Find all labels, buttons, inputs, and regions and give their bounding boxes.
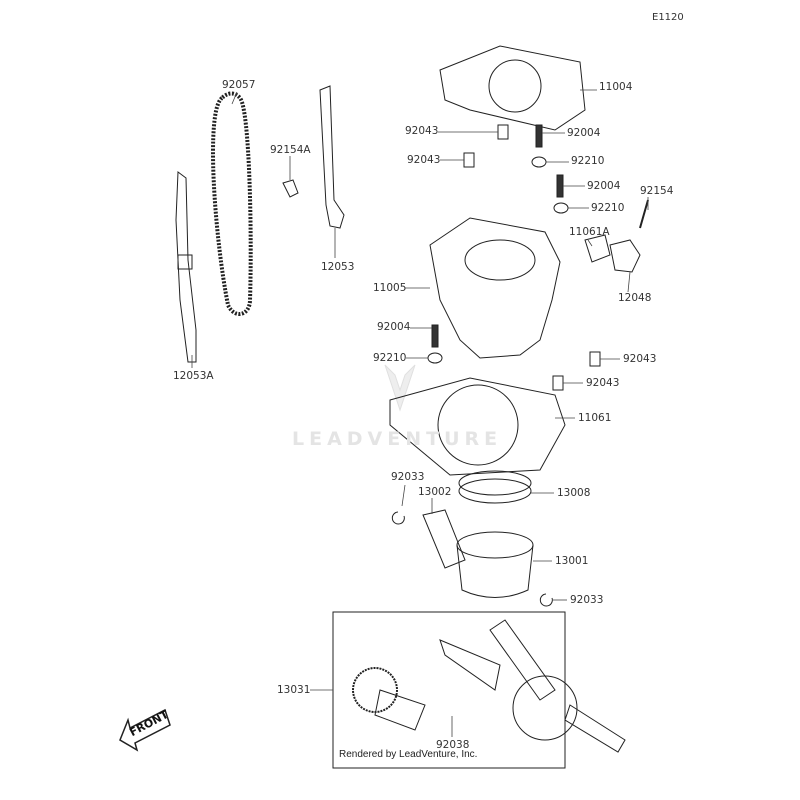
diagram-code: E1120 [652, 12, 684, 23]
circlip[interactable] [391, 511, 405, 525]
part-label[interactable]: 92210 [373, 352, 407, 364]
gasket-bore [488, 59, 542, 113]
gasket-bore [437, 384, 519, 466]
tensioner-12048[interactable] [609, 239, 641, 273]
part-label[interactable]: 92004 [377, 321, 411, 333]
stud[interactable] [535, 124, 543, 148]
crankshaft-end[interactable] [439, 639, 501, 691]
part-label[interactable]: 92004 [567, 127, 601, 139]
part-label[interactable]: 12048 [618, 292, 652, 304]
chain-tensioner-guide-12053[interactable] [319, 85, 345, 229]
bolt-92154a[interactable] [282, 179, 299, 198]
part-label[interactable]: 92057 [222, 79, 256, 91]
washer[interactable] [553, 202, 569, 214]
part-label[interactable]: 92043 [586, 377, 620, 389]
part-label[interactable]: 92043 [623, 353, 657, 365]
cylinder-bore [464, 239, 536, 281]
part-label[interactable]: 13031 [277, 684, 311, 696]
dowel-pin[interactable] [589, 351, 601, 367]
part-label[interactable]: 92004 [587, 180, 621, 192]
piston-pin-13002[interactable] [422, 509, 466, 569]
part-label[interactable]: 11061A [569, 226, 610, 238]
dowel-pin[interactable] [552, 375, 564, 391]
watermark-logo [384, 364, 416, 412]
cam-chain[interactable] [211, 91, 253, 316]
front-arrow-icon [119, 708, 171, 752]
washer[interactable] [531, 156, 547, 168]
piston-rings-13008[interactable] [458, 478, 532, 504]
cylinder-11005[interactable] [429, 217, 561, 359]
piston-rings-13008[interactable] [458, 470, 532, 496]
dowel-pin[interactable] [497, 124, 509, 140]
part-label[interactable]: 92033 [570, 594, 604, 606]
part-label[interactable]: 11004 [599, 81, 633, 93]
connecting-rod[interactable] [489, 619, 556, 701]
guide-clip [177, 254, 193, 270]
part-label[interactable]: 92033 [391, 471, 425, 483]
part-label[interactable]: 13001 [555, 555, 589, 567]
part-label[interactable]: 92043 [405, 125, 439, 137]
bolt-92154[interactable] [639, 199, 649, 229]
balancer-gear[interactable] [352, 667, 398, 713]
stud[interactable] [556, 174, 564, 198]
chain-guide-12053a[interactable] [175, 171, 197, 363]
piston-13001[interactable] [456, 531, 534, 559]
gasket-11061a[interactable] [584, 234, 611, 263]
part-label[interactable]: 92154 [640, 185, 674, 197]
circlip[interactable] [539, 593, 553, 607]
watermark-text: LEADVENTURE [292, 428, 503, 450]
leader-lines [191, 89, 649, 737]
crankshaft-web[interactable] [512, 675, 578, 741]
part-label[interactable]: 11005 [373, 282, 407, 294]
part-label[interactable]: 92043 [407, 154, 441, 166]
part-label[interactable]: 13002 [418, 486, 452, 498]
dowel-pin[interactable] [463, 152, 475, 168]
part-label[interactable]: 92154A [270, 144, 311, 156]
base-gasket-11061[interactable] [389, 377, 566, 476]
crankshaft-output[interactable] [564, 704, 626, 753]
piston-skirt [456, 544, 534, 598]
part-label[interactable]: 92038 [436, 739, 470, 751]
head-gasket-11004[interactable] [439, 45, 586, 131]
part-label[interactable]: 12053 [321, 261, 355, 273]
part-label[interactable]: 12053A [173, 370, 214, 382]
washer[interactable] [427, 352, 443, 364]
part-label[interactable]: 92210 [591, 202, 625, 214]
stud[interactable] [431, 324, 439, 348]
part-label[interactable]: 92210 [571, 155, 605, 167]
part-label[interactable]: 11061 [578, 412, 612, 424]
footer-credit: Rendered by LeadVenture, Inc. [339, 749, 478, 760]
balancer-shaft[interactable] [374, 689, 426, 731]
part-label[interactable]: 13008 [557, 487, 591, 499]
